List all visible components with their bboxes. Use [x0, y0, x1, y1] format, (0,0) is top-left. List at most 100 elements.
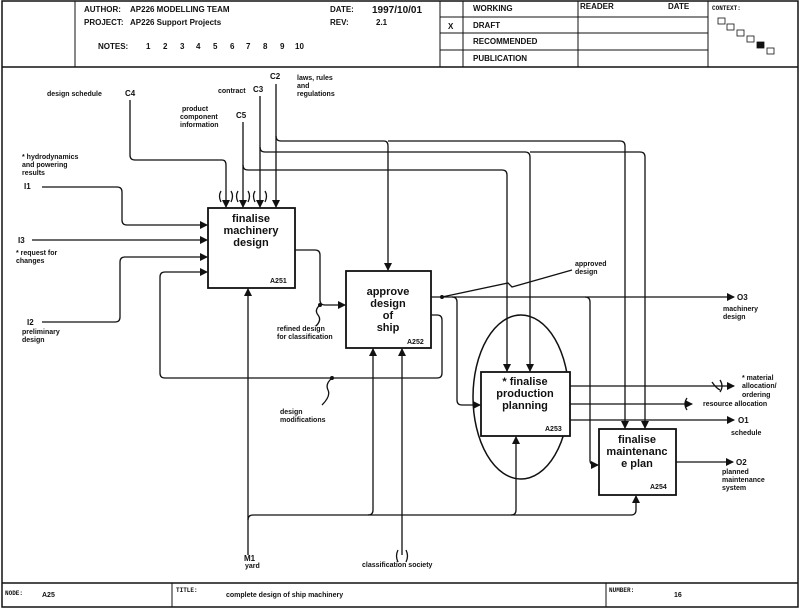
approved-squiggle	[441, 269, 573, 298]
node-value: A25	[42, 592, 55, 599]
status-x-mark: X	[448, 22, 454, 31]
tunnel-marks	[218, 190, 723, 563]
arrow-labels: design schedule C4 contract C3 C2 laws, …	[16, 72, 777, 570]
arrow-m1-to-a253	[510, 436, 520, 516]
label-design-schedule: design schedule	[47, 91, 102, 98]
label-resource: resource allocation	[703, 401, 767, 408]
project-value: AP226 Support Projects	[130, 18, 222, 27]
box-title-line: e plan	[621, 458, 653, 470]
box-title-line: finalise	[618, 434, 656, 446]
node-label: NODE:	[5, 590, 23, 597]
label-approved: approved	[575, 261, 607, 268]
author-value: AP226 MODELLING TEAM	[130, 5, 230, 14]
box-title-line: planning	[502, 400, 548, 412]
label-m1: M1	[244, 554, 256, 563]
activity-box-a251[interactable]: finalise machinery design A251	[207, 207, 296, 289]
author-label: AUTHOR:	[84, 5, 121, 14]
arrow-i1	[42, 186, 208, 229]
box-title-line: approve	[367, 286, 410, 298]
label-request: * request for	[16, 250, 58, 257]
arrow-c3-to-a253	[259, 146, 534, 372]
note-number: 3	[180, 42, 185, 51]
label-preliminary: design	[22, 337, 45, 344]
note-number: 2	[163, 42, 168, 51]
label-hydro: results	[22, 170, 45, 177]
arrow-c5-to-a253	[242, 164, 511, 372]
label-c4: C4	[125, 89, 136, 98]
label-planned: planned	[722, 469, 749, 476]
label-refined: refined design	[277, 326, 325, 333]
box-id: A253	[545, 426, 562, 433]
arrow-to-a254	[584, 296, 599, 469]
label-o1: O1	[738, 416, 749, 425]
activity-box-a252[interactable]: approve design of ship A252	[345, 270, 432, 349]
label-machinery-design: design	[723, 314, 746, 321]
label-c2: C2	[270, 72, 281, 81]
box-title-line: production	[496, 388, 554, 400]
junction-dot	[440, 295, 444, 299]
label-modifications: design	[280, 409, 303, 416]
arrow-refined-design	[295, 249, 346, 309]
note-number: 7	[246, 42, 251, 51]
label-i1: I1	[24, 182, 31, 191]
status-working: WORKING	[473, 4, 513, 13]
box-id: A252	[407, 339, 424, 346]
title-value: complete design of ship machinery	[226, 592, 343, 599]
reader-date-label: DATE	[668, 2, 690, 11]
arrow-c3-to-a254	[530, 151, 649, 429]
note-number: 10	[295, 42, 304, 51]
arrow-feedback	[159, 268, 443, 379]
label-approved: design	[575, 269, 598, 276]
refined-squiggle	[315, 304, 321, 327]
label-product: component	[180, 114, 218, 121]
box-title-line: * finalise	[502, 376, 547, 388]
label-planned: maintenance	[722, 477, 765, 484]
label-refined: for classification	[277, 334, 333, 341]
activity-box-a254[interactable]: finalise maintenanc e plan A254	[598, 428, 677, 496]
label-modifications: modifications	[280, 417, 326, 424]
project-label: PROJECT:	[84, 18, 124, 27]
junction-dot	[330, 376, 334, 380]
arrow-to-a253	[451, 296, 481, 409]
note-number: 9	[280, 42, 285, 51]
activity-box-a253[interactable]: * finalise production planning A253	[480, 371, 571, 437]
status-draft: DRAFT	[473, 21, 500, 30]
box-id: A251	[270, 278, 287, 285]
note-number: 1	[146, 42, 151, 51]
label-contract: contract	[218, 88, 246, 95]
arrow-connectors	[32, 84, 735, 563]
arrow-m1-to-a252	[367, 348, 377, 516]
label-classification-society: classification society	[362, 562, 433, 569]
label-yard: yard	[245, 563, 260, 570]
arrow-i2	[42, 253, 208, 323]
label-schedule: schedule	[731, 430, 761, 437]
footer-frame	[2, 582, 798, 607]
box-title-line: machinery	[223, 225, 279, 237]
label-hydro: * hydrodynamics	[22, 154, 79, 161]
label-o2: O2	[736, 458, 747, 467]
label-c3: C3	[253, 85, 264, 94]
date-value: 1997/10/01	[372, 5, 422, 16]
box-id: A254	[650, 484, 667, 491]
label-o3: O3	[737, 293, 748, 302]
label-request: changes	[16, 258, 45, 265]
notes-list: 1 2 3 4 5 6 7 8 9 10	[146, 42, 304, 51]
note-number: 6	[230, 42, 235, 51]
label-i2: I2	[27, 318, 34, 327]
context-icon	[717, 17, 775, 55]
arrow-c2-to-a252	[275, 135, 392, 271]
context-label: CONTEXT:	[712, 5, 741, 12]
label-i3: I3	[18, 236, 25, 245]
box-title-line: of	[383, 310, 394, 322]
note-number: 8	[263, 42, 268, 51]
label-preliminary: preliminary	[22, 329, 60, 336]
label-laws: laws, rules	[297, 75, 333, 82]
label-product: information	[180, 122, 219, 129]
box-title-line: finalise	[232, 213, 270, 225]
rev-value: 2.1	[376, 18, 388, 27]
rev-label: REV:	[330, 18, 349, 27]
number-value: 16	[674, 592, 682, 599]
